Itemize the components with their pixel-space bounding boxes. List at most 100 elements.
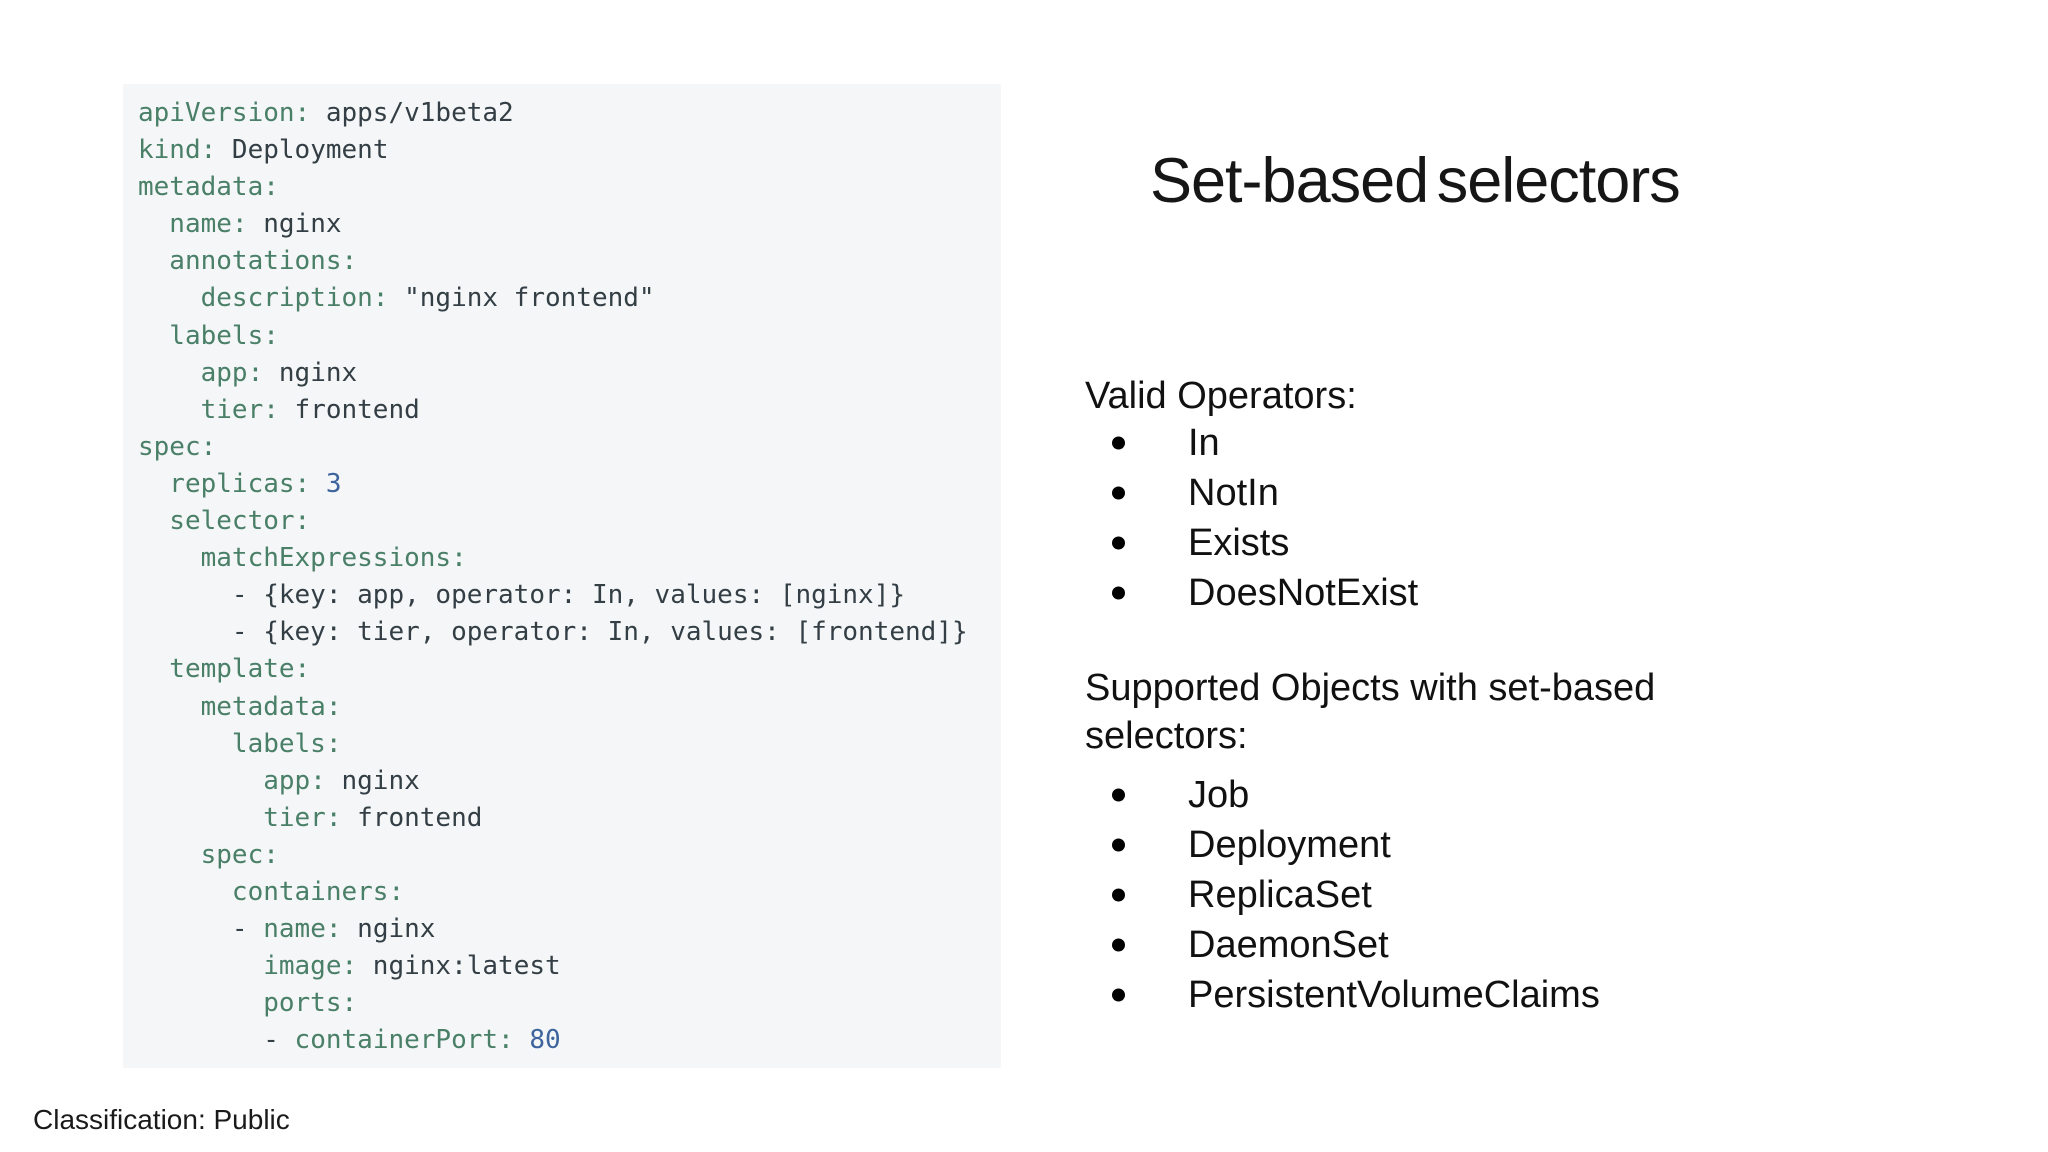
code-token: "nginx frontend" [388,283,655,314]
code-token: apps/v1beta2 [310,98,514,128]
code-token: matchExpressions: [138,543,467,574]
code-line: tier: frontend [138,800,1001,837]
list-item-label: PersistentVolumeClaims [1188,974,1600,1016]
code-token: name: [138,209,248,240]
code-token: labels: [138,320,279,351]
code-token: tier: [138,802,342,833]
code-line: ports: [138,985,1001,1022]
code-token: description: [138,283,389,314]
code-token: app: [138,357,264,388]
code-line: image: nginx:latest [138,948,1001,985]
code-token: apiVersion: [138,98,311,128]
code-token: selector: [138,506,311,537]
code-token: spec: [138,839,279,870]
list-item-label: Job [1188,774,1250,816]
code-line: matchExpressions: [138,540,1001,577]
code-line: spec: [138,837,1001,874]
code-token: tier: [138,394,279,425]
code-line: labels: [138,318,1001,355]
code-token: kind: [138,135,217,166]
code-line: name: nginx [138,206,1001,243]
code-line: - {key: tier, operator: In, values: [fro… [138,614,1001,651]
code-line: replicas: 3 [138,466,1001,503]
bullet-icon [1112,938,1125,952]
code-token: containerPort: [294,1025,514,1056]
bullet-icon [1112,586,1125,600]
code-token: nginx:latest [357,951,561,982]
list-item: Exists [1085,518,1418,568]
code-token: spec: [138,431,217,462]
code-token: nginx [341,914,436,945]
objects-heading: Supported Objects with set-based selector… [1085,664,1655,760]
list-item-label: ReplicaSet [1188,874,1372,916]
list-item: ReplicaSet [1085,870,1600,920]
code-token: Deployment [216,135,389,166]
code-token: annotations: [138,246,358,277]
bullet-icon [1112,888,1125,902]
code-line: selector: [138,503,1001,540]
list-item-label: Exists [1188,522,1290,564]
code-token: image: [138,951,358,982]
code-line: kind: Deployment [138,132,1001,169]
code-line: spec: [138,429,1001,466]
code-token: ports: [138,988,358,1019]
code-line: - name: nginx [138,911,1001,948]
page-title: Set-based selectors [1150,146,1681,216]
list-item: DoesNotExist [1085,568,1418,618]
list-item-label: Deployment [1188,824,1391,866]
bullet-icon [1112,486,1125,500]
code-token: 3 [310,468,342,499]
list-item: DaemonSet [1085,920,1600,970]
code-token: nginx [325,765,420,796]
code-line: metadata: [138,169,1001,206]
code-token: - [138,914,264,945]
code-line: app: nginx [138,355,1001,392]
list-item: Deployment [1085,820,1600,870]
valid-operators-heading: Valid Operators: [1085,375,1357,417]
code-line: annotations: [138,243,1001,280]
list-item-label: DoesNotExist [1188,572,1419,614]
list-item: NotIn [1085,468,1418,518]
list-item-label: NotIn [1188,472,1279,514]
code-token: containers: [138,876,405,907]
code-line: apiVersion: apps/v1beta2 [138,95,1001,132]
code-token: frontend [278,394,420,425]
code-token: - {key: tier, operator: In, values: [fro… [138,617,968,648]
list-item: In [1085,418,1418,468]
code-token: app: [138,765,326,796]
classification-footer: Classification: Public [33,1104,290,1135]
bullet-icon [1112,436,1125,450]
code-token: metadata: [138,691,342,722]
code-token: nginx [247,209,342,240]
code-token: frontend [341,802,483,833]
code-token: nginx [263,357,358,388]
code-token: name: [263,914,342,945]
bullet-icon [1112,788,1125,802]
code-line: description: "nginx frontend" [138,280,1001,317]
bullet-icon [1112,536,1125,550]
code-line: app: nginx [138,763,1001,800]
code-line: containers: [138,874,1001,911]
objects-heading-line: Supported Objects with set-based [1085,667,1656,709]
code-line: - {key: app, operator: In, values: [ngin… [138,577,1001,614]
code-line: tier: frontend [138,392,1001,429]
code-token: - {key: app, operator: In, values: [ngin… [138,580,906,611]
code-token: replicas: [138,468,311,499]
list-item: PersistentVolumeClaims [1085,970,1600,1020]
bullet-icon [1112,838,1125,852]
list-item-label: In [1188,422,1220,464]
code-token: metadata: [138,172,279,203]
code-token: - [138,1025,295,1056]
code-line: metadata: [138,689,1001,726]
code-token: template: [138,654,311,685]
objects-heading-line: selectors: [1085,715,1248,757]
list-item: Job [1085,770,1600,820]
list-item-label: DaemonSet [1188,924,1389,966]
code-line: labels: [138,726,1001,763]
code-token: labels: [138,728,342,759]
code-line: - containerPort: 80 [138,1022,1001,1059]
bullet-icon [1112,988,1125,1002]
